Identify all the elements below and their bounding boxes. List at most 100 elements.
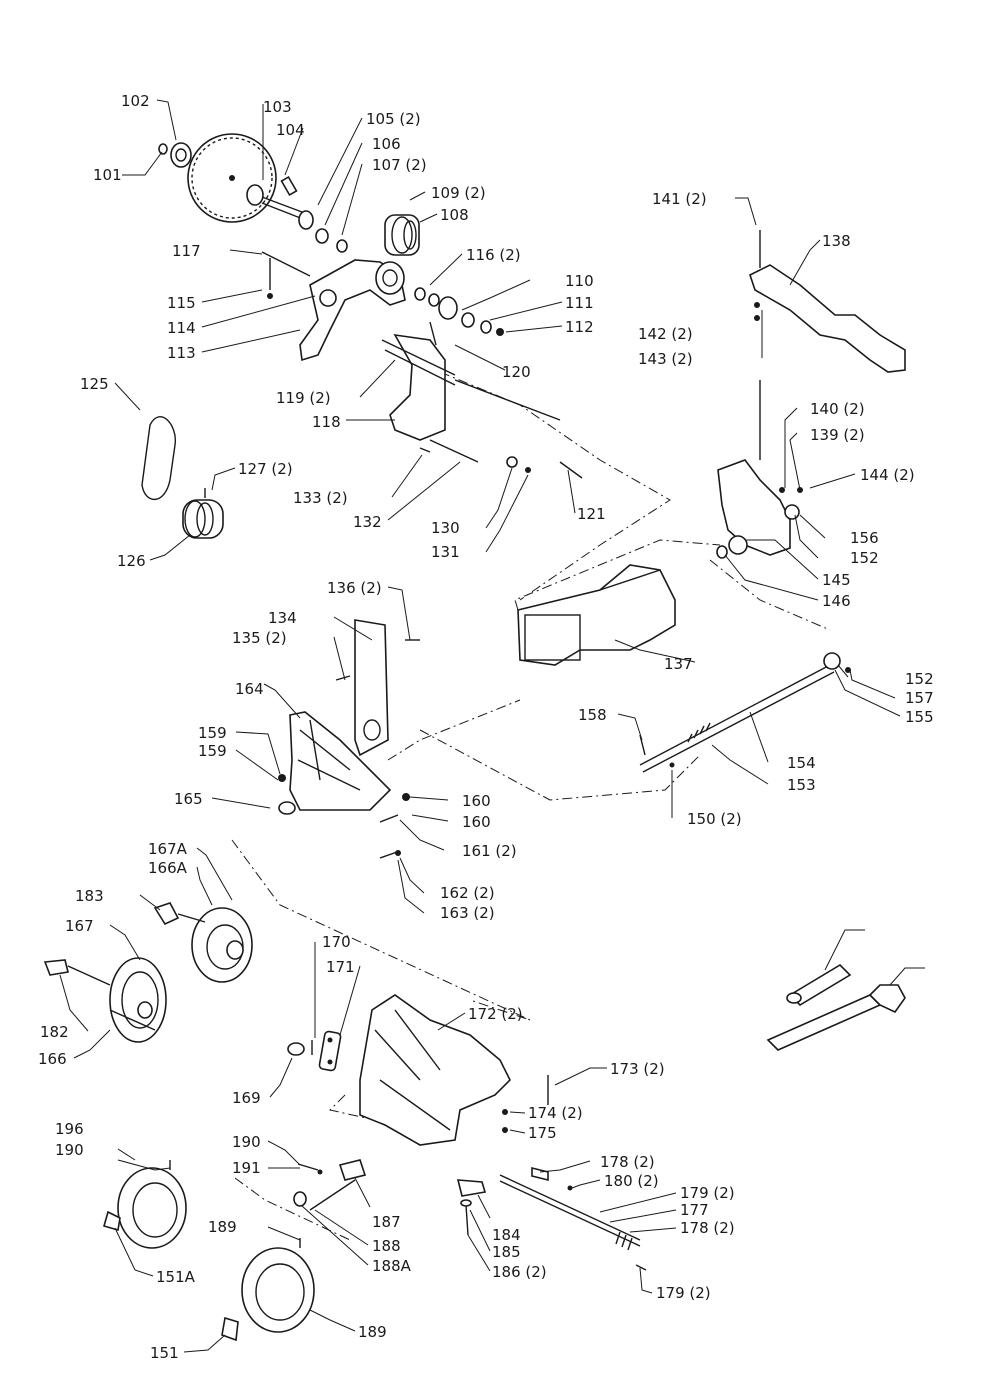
label-105: 105 (2) [366,110,421,128]
label-180: 180 (2) [604,1172,659,1190]
label-177: 177 [680,1201,709,1219]
label-182: 184 [492,1226,521,1244]
label-185: 187 [372,1213,401,1231]
label-110: 110 [565,272,594,290]
tilt-shaft [499,1166,647,1271]
wrenches [766,963,906,1051]
label-146: 146 [822,592,851,610]
label-153: 153 [787,776,816,794]
shaft-132 [419,439,583,479]
label-167: 167 [65,917,94,935]
label-178: 178 (2) [680,1219,735,1237]
trunnion-plate-134 [335,619,420,757]
label-136: 136 (2) [327,579,382,597]
label-140: 140 (2) [810,400,865,418]
label-161: 161 (2) [462,842,517,860]
label-125: 125 [80,375,109,393]
label-102: 102 [121,92,150,110]
label-137: 137 [664,655,693,673]
label-119: 119 (2) [276,389,331,407]
trunnion-118 [381,321,561,441]
label-121: 121 [577,505,606,523]
label-131: 131 [431,543,460,561]
assembly-lines [231,371,831,1241]
label-188A: 190 [55,1141,84,1159]
bearing-stack [414,287,504,336]
label-164: 164 [235,680,264,698]
arbor-pulley [384,214,420,256]
label-174: 175 [528,1124,557,1142]
label-187: 188A [372,1257,412,1275]
callout-labels: 101 102 103 104 105 (2) 106 107 (2) 109 … [38,92,934,1362]
label-144: 144 (2) [860,466,915,484]
label-130: 130 [431,519,460,537]
label-156: 155 [905,708,934,726]
label-103: 103 [263,98,292,116]
label-163: 163 (2) [440,904,495,922]
label-141: 141 (2) [652,190,707,208]
label-184: 186 (2) [492,1263,547,1281]
bolts-115-117 [261,251,311,299]
label-126: 126 [117,552,146,570]
label-118: 118 [312,413,341,431]
label-165: 165 [174,790,203,808]
arbor-shaft [246,175,311,222]
label-160b: 160 [462,813,491,831]
label-127: 127 (2) [238,460,293,478]
front-bracket-171 [359,994,511,1146]
label-133: 133 (2) [293,489,348,507]
label-111: 111 [565,294,594,312]
label-135: 135 (2) [232,629,287,647]
front-trunnion-164 [289,711,392,811]
label-132: 132 [353,513,382,531]
label-167A: 167A [148,840,188,858]
arbor-bracket [299,259,406,362]
label-173: 174 (2) [528,1104,583,1122]
handwheel-188 [221,1238,315,1342]
leader-lines [59,99,925,1353]
label-150: 150 (2) [687,810,742,828]
label-106: 106 [372,135,401,153]
label-183: 185 [492,1243,521,1261]
label-188: 189 [358,1323,387,1341]
label-152a: 152 [850,549,879,567]
label-154: 154 [787,754,816,772]
blade-flange [158,142,192,168]
label-170: 171 [326,958,355,976]
label-160a: 159 [198,724,227,742]
label-191: 191 [232,1159,261,1177]
motor-pulley [182,488,224,539]
label-166: 166 [38,1050,67,1068]
label-116: 116 (2) [466,246,521,264]
label-155: 156 [850,529,879,547]
label-157: 157 [905,689,934,707]
label-171: 172 (2) [468,1005,523,1023]
label-159b: 160 [462,792,491,810]
label-166A: 166A [148,859,188,877]
label-179: 179 (2) [656,1284,711,1302]
label-104: 104 [276,121,305,139]
label-143: 143 (2) [638,350,693,368]
label-189A: 196 [55,1120,84,1138]
label-134: 134 [268,609,297,627]
trunnion-fasteners [278,774,410,859]
label-176: 179 (2) [680,1184,735,1202]
handwheel-166 [43,957,167,1043]
label-107: 107 (2) [372,156,427,174]
trunnion-cradle [517,564,676,666]
label-138: 138 [822,232,851,250]
parts-185-191 [293,1159,367,1211]
label-145: 145 [822,571,851,589]
label-181A: 183 [75,887,104,905]
label-186: 188 [372,1237,401,1255]
label-120: 120 [502,363,531,381]
handwheel-188A [103,1160,187,1249]
label-108: 108 [440,206,469,224]
label-139: 139 (2) [810,426,865,444]
label-112: 112 [565,318,594,336]
rear-trunnion-bracket [749,230,906,460]
label-175: 178 (2) [600,1153,655,1171]
rear-trunnion [716,459,803,559]
label-115: 115 [167,294,196,312]
